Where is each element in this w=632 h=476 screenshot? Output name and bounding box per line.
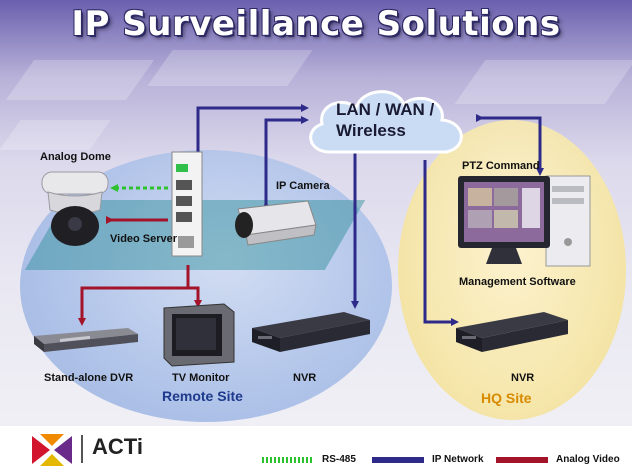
legend-label-ip-network: IP Network <box>432 454 484 465</box>
nvr-hq-label: NVR <box>511 372 535 384</box>
nvr-remote-icon <box>252 312 370 352</box>
footer-bar <box>0 426 632 476</box>
logo-divider <box>81 435 83 463</box>
cloud-label-line1: LAN / WAN / <box>336 100 435 119</box>
brand-name: ACTi <box>92 434 143 459</box>
management-software-label: Management Software <box>459 276 576 288</box>
tv-monitor-icon <box>163 303 235 367</box>
cloud-label-line2: Wireless <box>336 121 406 140</box>
ip-camera-icon <box>235 200 317 246</box>
analog-link-videoserver-dvr <box>78 265 190 326</box>
network-cloud-label: LAN / WAN / Wireless <box>336 99 456 141</box>
acti-logo-icon <box>32 434 72 466</box>
legend-label-analog-video: Analog Video <box>556 454 620 465</box>
management-pc-icon <box>458 175 591 267</box>
analog-dome-camera-icon <box>41 171 109 246</box>
legend-swatch-rs485 <box>262 457 314 463</box>
tv-monitor-label: TV Monitor <box>172 372 230 384</box>
legend-label-rs485: RS-485 <box>322 454 356 465</box>
ip-camera-label: IP Camera <box>276 180 330 192</box>
standalone-dvr-label: Stand-alone DVR <box>44 372 134 384</box>
ip-link-cloud-ptz <box>476 114 544 176</box>
video-server-label: Video Server <box>110 233 178 245</box>
ip-link-camera-cloud <box>262 116 309 209</box>
legend-swatch-analog-video <box>496 457 548 463</box>
legend-swatch-ip-network <box>372 457 424 463</box>
diagram-title: IP Surveillance Solutions <box>71 4 561 44</box>
ip-link-videoserver-cloud <box>194 104 309 164</box>
ip-link-cloud-nvr-hq <box>423 160 459 326</box>
hq-site-label: HQ Site <box>481 390 532 406</box>
standalone-dvr-icon <box>34 328 138 352</box>
video-server-icon <box>171 151 203 257</box>
nvr-hq-icon <box>456 312 568 352</box>
ptz-command-label: PTZ Command <box>462 160 540 172</box>
analog-dome-label: Analog Dome <box>40 151 111 163</box>
remote-site-label: Remote Site <box>162 388 243 404</box>
nvr-remote-label: NVR <box>293 372 317 384</box>
analog-link-videoserver-tv <box>188 286 202 308</box>
network-cloud-icon <box>309 90 463 154</box>
